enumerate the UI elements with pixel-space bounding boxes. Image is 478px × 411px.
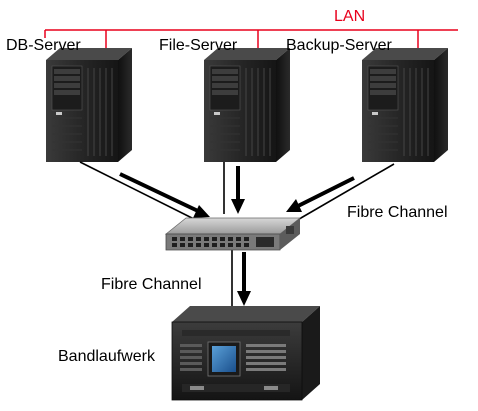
backup-server-icon xyxy=(361,47,449,163)
db-server-icon xyxy=(45,47,133,163)
db-server-label: DB-Server xyxy=(6,37,81,54)
file-server-label: File-Server xyxy=(159,37,238,54)
fibre-channel-label-upper: Fibre Channel xyxy=(347,204,448,221)
lan-label: LAN xyxy=(334,8,366,25)
fibre-channel-label-lower: Fibre Channel xyxy=(101,276,202,293)
arrowhead-db xyxy=(193,205,210,218)
link-db-switch xyxy=(79,161,201,223)
arrowhead-tape xyxy=(237,291,251,306)
tape-library-label: Bandlaufwerk xyxy=(58,348,155,365)
arrowhead-backup xyxy=(286,199,302,212)
tape-library-icon xyxy=(171,306,320,401)
data-flow-arrows xyxy=(119,166,355,306)
backup-server-label: Backup-Server xyxy=(286,37,392,54)
fibre-channel-switch-icon xyxy=(164,217,302,251)
link-backup-switch xyxy=(293,163,395,223)
arrowhead-file xyxy=(231,199,245,214)
file-server-icon xyxy=(203,47,291,163)
